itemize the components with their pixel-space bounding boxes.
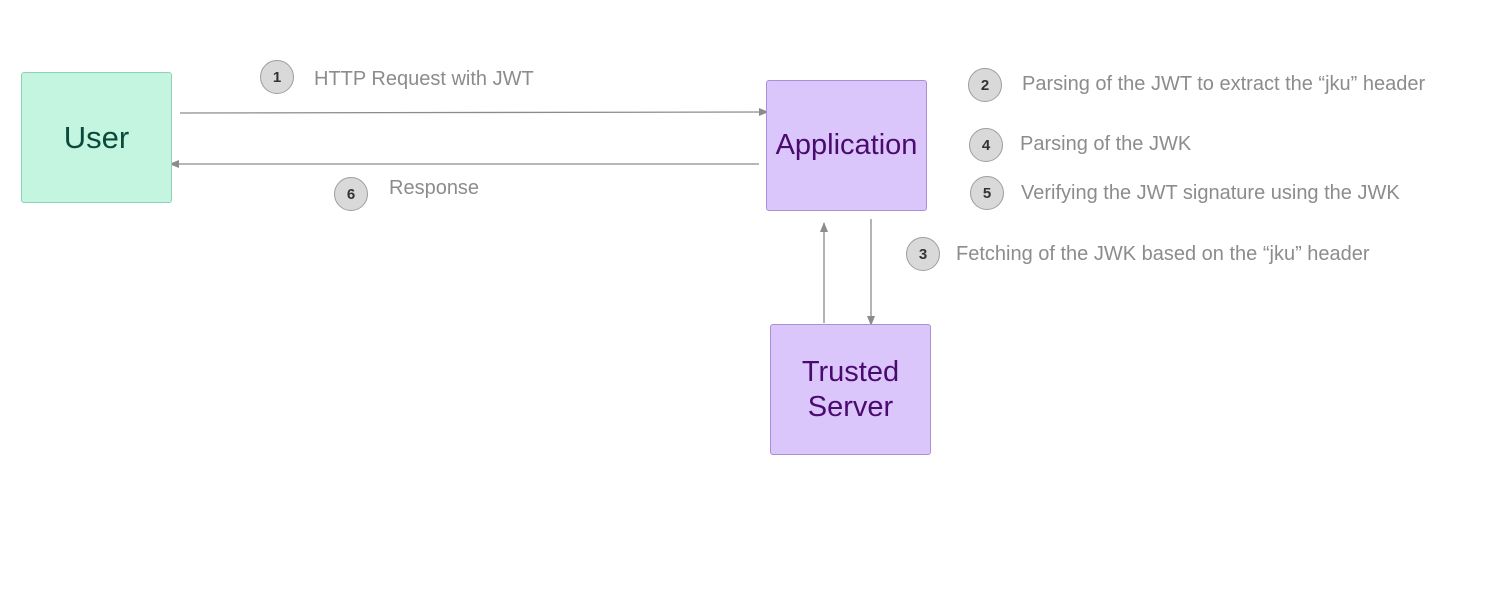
step-3-text: Fetching of the JWK based on the “jku” h…: [956, 243, 1370, 265]
trusted-server-label: Trusted Server: [801, 355, 900, 423]
application-node: Application: [766, 80, 927, 211]
step-6-badge: 6: [334, 177, 368, 211]
step-2-badge: 2: [968, 68, 1002, 102]
step-1-text: HTTP Request with JWT: [314, 68, 534, 90]
user-node: User: [21, 72, 172, 203]
step-3-badge: 3: [906, 237, 940, 271]
user-label: User: [63, 119, 130, 155]
step-6-text: Response: [389, 177, 480, 199]
step-1-badge: 1: [260, 60, 294, 94]
arrow-request: [179, 108, 769, 117]
step-5-badge: 5: [970, 176, 1004, 210]
step-5-text: Verifying the JWT signature using the JW…: [1021, 182, 1400, 204]
step-4-badge: 4: [969, 128, 1003, 162]
trusted-server-node: Trusted Server: [770, 324, 931, 455]
application-label: Application: [775, 129, 918, 162]
step-2-text: Parsing of the JWT to extract the “jku” …: [1022, 73, 1426, 95]
step-4-text: Parsing of the JWK: [1020, 133, 1192, 155]
